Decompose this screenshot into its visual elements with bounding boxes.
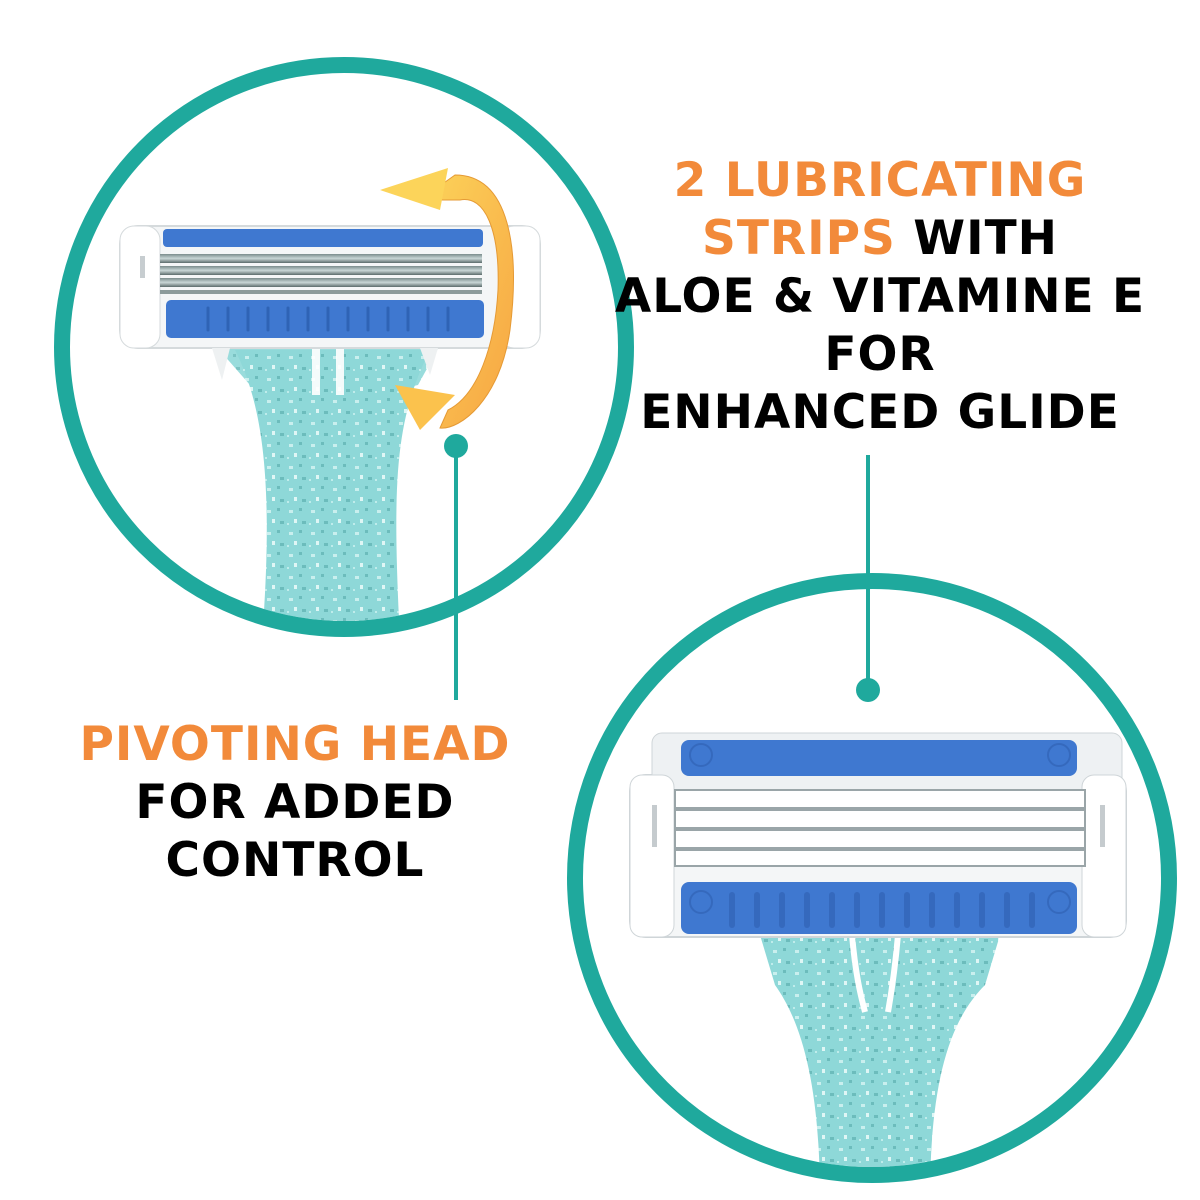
razor-blades [674, 789, 1086, 867]
caption-highlight: 2 LUBRICATING [673, 153, 1087, 208]
razor-handle [760, 935, 1000, 1167]
pivot-feature-circle [54, 57, 634, 637]
strips-feature-circle [567, 573, 1177, 1183]
caption-text: FOR [824, 327, 936, 382]
caption-text: WITH [895, 211, 1058, 266]
strips-connector-dot [856, 678, 880, 702]
lubricating-strip-bottom [166, 300, 484, 338]
lubricating-strips-caption: 2 LUBRICATING STRIPS WITH ALOE & VITAMIN… [590, 152, 1170, 442]
pivot-arrow-icon [380, 168, 514, 430]
caption-text: FOR ADDED [135, 775, 455, 830]
caption-text: CONTROL [165, 833, 425, 888]
lubricating-strip-top [681, 740, 1077, 776]
caption-highlight: STRIPS [702, 211, 896, 266]
pivoting-head-caption: PIVOTING HEAD FOR ADDED CONTROL [50, 716, 540, 890]
caption-highlight: PIVOTING HEAD [79, 717, 511, 772]
razor-blades [160, 254, 482, 294]
strips-razor-image [629, 732, 1127, 1167]
lubricating-strip-top [163, 229, 483, 247]
razor-handle-neck [215, 345, 440, 393]
pivot-razor-image [119, 168, 541, 621]
razor-handle [235, 350, 430, 621]
caption-text: ALOE & VITAMINE E [614, 269, 1146, 324]
caption-text: ENHANCED GLIDE [640, 385, 1120, 440]
pivot-connector-dot [444, 434, 468, 458]
